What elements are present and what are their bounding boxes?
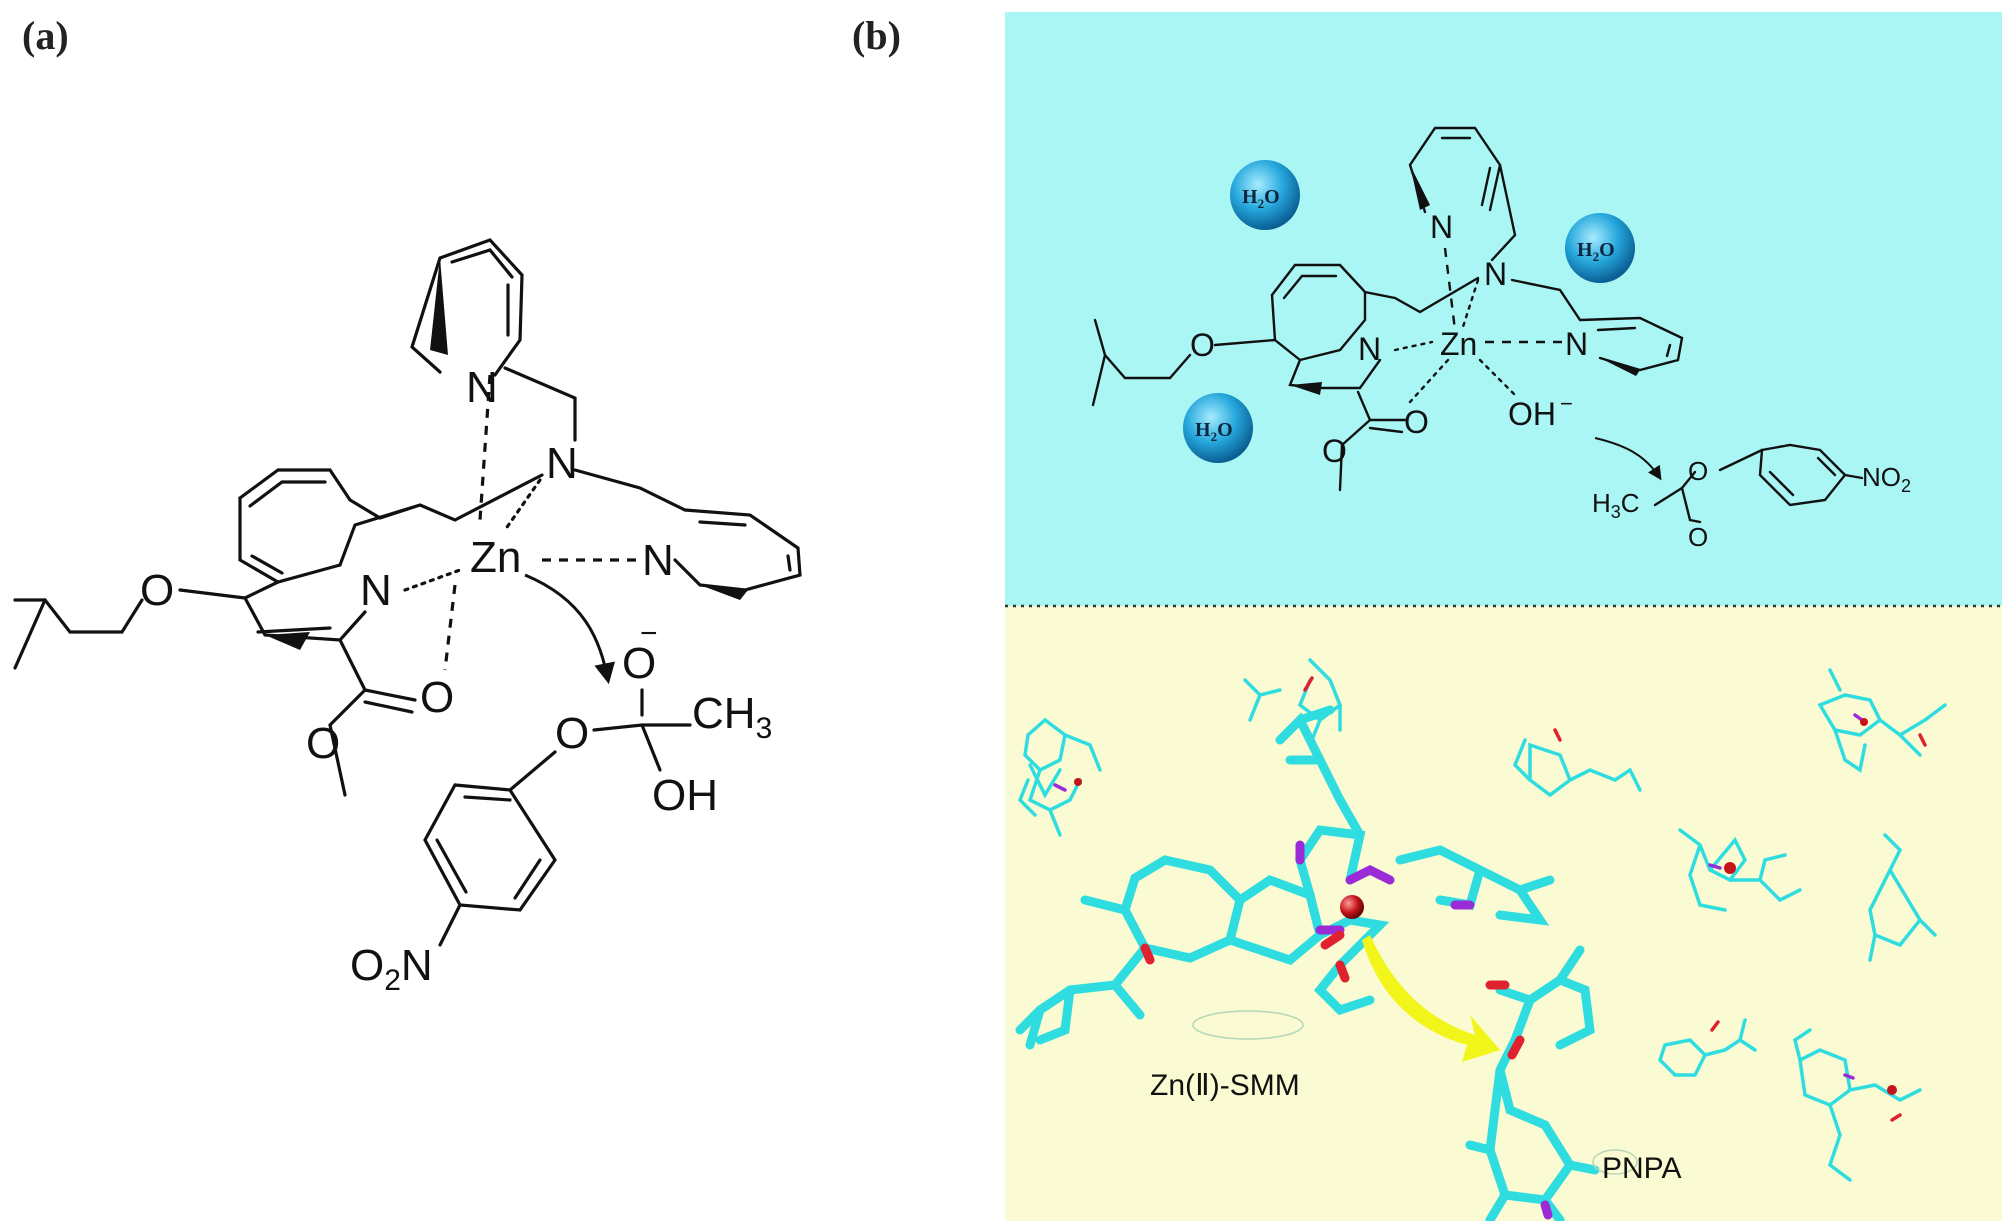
coord-b-zn-npy <box>1443 247 1457 331</box>
bond-ester-methoxy-b <box>1338 418 1372 492</box>
panel-b-label: (b) <box>852 13 901 58</box>
atom-zn-b: Zn <box>1440 326 1477 362</box>
isobutyl-methyl-b <box>1091 353 1107 407</box>
bond-ether-b <box>1213 338 1277 347</box>
bond-o-aryl <box>508 750 557 792</box>
bond-c-oh <box>640 723 662 772</box>
atom-o-aryl: O <box>555 709 589 758</box>
group-h3c-b: H3C <box>1592 488 1640 522</box>
panel-b-structure: Zn N N N N O O O OH− H3C O O NO2 <box>1091 126 1911 552</box>
bond-ring-no2-b <box>1843 473 1864 480</box>
atom-o-minus: O <box>622 639 656 688</box>
pyridine-ring-top-b <box>1408 126 1502 214</box>
pyridine-ring-right-b <box>1578 316 1684 376</box>
atom-n-amine: N <box>546 439 578 488</box>
svg-text:H2O: H2O <box>1195 419 1233 444</box>
coord-zn-n-quin <box>403 568 462 592</box>
water-molecule-3: H2O <box>1183 393 1253 463</box>
bond-amine-ch2-left <box>418 473 544 522</box>
pyridine-ring-right <box>673 508 802 600</box>
pnpa-3d-model <box>1465 945 1600 1221</box>
bond-c-o-down2-b <box>1688 518 1702 524</box>
water-molecule-2: H2O <box>1565 213 1635 283</box>
svg-text:H2O: H2O <box>1577 239 1615 264</box>
substrate-label: PNPA <box>1602 1152 1681 1185</box>
bond-c-o-down-b <box>1680 486 1692 522</box>
bond-ester-carbonyl-double <box>363 700 414 714</box>
bond-ester-carbonyl <box>363 688 417 702</box>
bond-amine-ch2-right <box>573 468 687 512</box>
svg-text:H2O: H2O <box>1242 186 1280 211</box>
bond-amine-right-b <box>1510 278 1582 322</box>
group-ch3: CH3 <box>692 689 772 745</box>
group-no2-b: NO2 <box>1862 462 1911 496</box>
group-hydroxide-b: OH− <box>1508 391 1573 432</box>
atom-n-amine-b: N <box>1484 256 1507 292</box>
isobutyl-b <box>1093 318 1192 380</box>
yellow-attack-arrow <box>1362 935 1500 1062</box>
coord-b-zn-oh <box>1478 358 1517 397</box>
catalyst-label: Zn(Ⅱ)-SMM <box>1150 1069 1300 1102</box>
atom-n-pyridine-right: N <box>642 536 674 585</box>
atom-o-carbonyl-b: O <box>1404 404 1429 440</box>
quinoline-core-b <box>1270 263 1397 422</box>
atom-zn: Zn <box>470 533 521 582</box>
coord-zn-o-carbonyl <box>443 584 457 671</box>
catalyst-3d-model <box>1015 705 1555 1050</box>
bond-ring-ether <box>178 588 247 600</box>
bond-py-ch2-n <box>503 366 577 442</box>
atom-n-pyridine-right-b: N <box>1565 326 1588 362</box>
substrate-highlight-ellipse <box>1592 1149 1638 1175</box>
bond-ring-no2 <box>438 903 462 947</box>
water-molecule-1: H2O <box>1230 160 1300 230</box>
charge-minus: − <box>640 617 658 650</box>
panel-a-structure: Zn N N N N O O O O − O CH3 OH O2N <box>13 238 802 997</box>
atom-o-ether-b: O <box>1190 327 1215 363</box>
coord-b-zn-ocarbonyl <box>1408 358 1450 404</box>
background-molecules <box>1017 658 1947 1182</box>
atom-n-pyridine-top-b: N <box>1430 209 1453 245</box>
bond-ester-methoxy <box>328 688 367 797</box>
bond-py-ch2-n-b <box>1490 163 1517 262</box>
bond-o-ring-b <box>1718 448 1764 472</box>
panel-a-label: (a) <box>22 13 69 58</box>
isobutyl-chain <box>43 598 144 634</box>
coord-b-zn-namine <box>1460 278 1480 332</box>
atom-o-carbonyl: O <box>420 673 454 722</box>
atom-o-link-b: O <box>1688 456 1708 486</box>
isobutyl-methyl-b <box>13 598 47 670</box>
panel-b-top-background <box>1005 12 2002 606</box>
atom-o-ester-b: O <box>1322 433 1347 469</box>
atom-o-ester: O <box>306 719 340 768</box>
bond-ester-carbonyl-double-b <box>1368 426 1404 434</box>
atom-o-down-b: O <box>1688 522 1708 552</box>
bond-amine-left-b <box>1393 276 1480 314</box>
coord-zn-n-py-top <box>478 374 492 521</box>
atom-n-pyridine-top: N <box>466 363 498 412</box>
pyridine-ring-top <box>410 238 524 377</box>
atom-o-ether: O <box>140 566 174 615</box>
coord-b-zn-nquin <box>1393 340 1434 352</box>
nucleophilic-attack-arrow <box>524 573 615 685</box>
catalyst-highlight-ellipse <box>1192 1010 1304 1040</box>
atom-n-quinoline: N <box>360 566 392 615</box>
quinoline-core <box>238 468 421 692</box>
nitrophenyl-ring <box>423 783 557 912</box>
group-no2: O2N <box>350 941 433 997</box>
attack-arrow-b <box>1594 437 1662 481</box>
coord-zn-n-amine <box>503 478 542 532</box>
nitrophenyl-ring-b <box>1758 443 1847 507</box>
atom-n-quinoline-b: N <box>1358 331 1381 367</box>
group-oh: OH <box>652 771 718 820</box>
